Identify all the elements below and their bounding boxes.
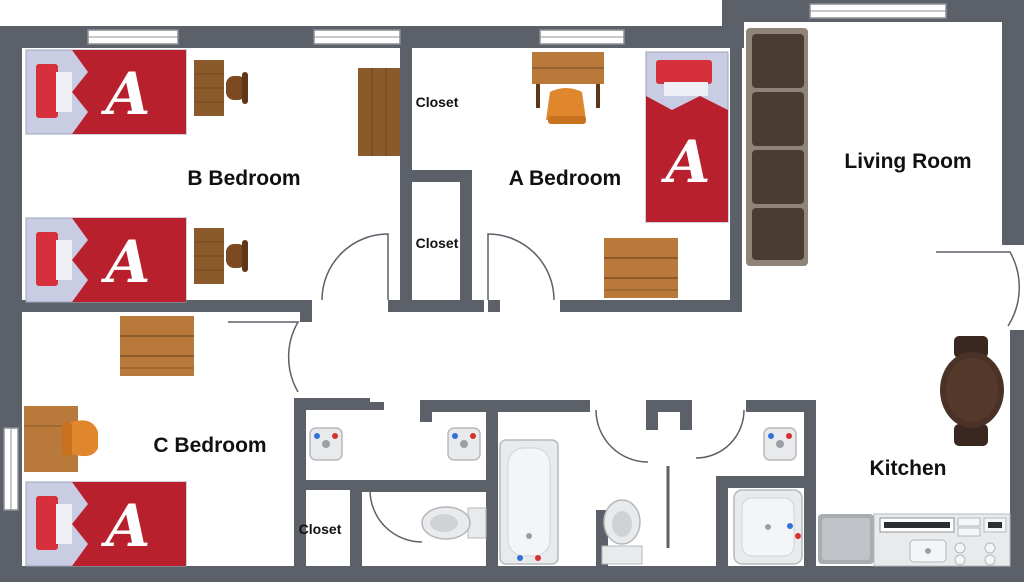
sink-1 <box>309 427 343 461</box>
shower <box>733 489 803 565</box>
doors <box>228 233 1020 548</box>
bathtub <box>499 439 559 565</box>
label-kitchen: Kitchen <box>869 457 946 480</box>
label-c-bedroom: C Bedroom <box>153 434 266 457</box>
kitchen-counter <box>818 513 1011 567</box>
label-a-bedroom: A Bedroom <box>509 167 621 190</box>
dresser-a <box>603 237 679 299</box>
desk-c <box>24 406 98 472</box>
dining-table <box>940 336 1004 446</box>
toilet-1 <box>421 506 487 540</box>
label-closet-a-top: Closet <box>416 94 459 110</box>
label-b-bedroom: B Bedroom <box>187 167 300 190</box>
dresser-c <box>119 315 195 377</box>
svg-text:A: A <box>660 128 710 196</box>
toilet-2 <box>601 499 643 565</box>
bed-c <box>25 481 187 567</box>
desk-a <box>532 52 604 124</box>
label-closet-a-bottom: Closet <box>416 235 459 251</box>
label-closet-c: Closet <box>299 521 342 537</box>
bed-b-top <box>25 49 187 135</box>
bed-b-bottom <box>25 217 187 303</box>
label-living-room: Living Room <box>844 150 971 173</box>
windows <box>3 3 947 511</box>
sink-3 <box>763 427 797 461</box>
dresser-b <box>358 68 400 156</box>
bed-a: A <box>645 51 729 223</box>
sink-2 <box>447 427 481 461</box>
sofa <box>746 28 808 266</box>
